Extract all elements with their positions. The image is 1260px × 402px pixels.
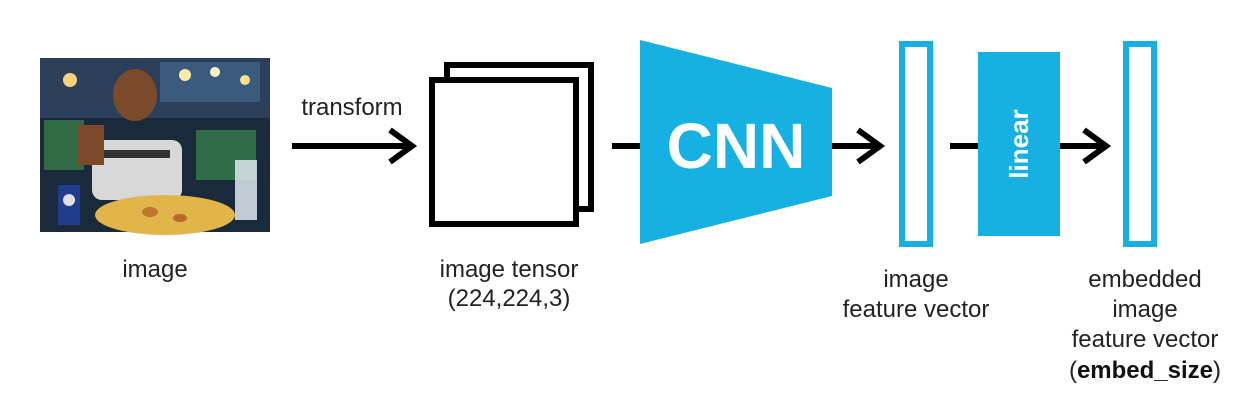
linear-label: linear — [1004, 109, 1034, 178]
embedded-label-line1: embedded — [1088, 266, 1201, 293]
image-tensor — [429, 62, 594, 227]
cnn-label: CNN — [667, 110, 806, 182]
feature-label-line2: feature vector — [843, 296, 990, 323]
linear-to-embedded-arrow — [1060, 127, 1112, 165]
embedded-label-line2: image — [1112, 296, 1177, 323]
embedded-vector-box — [1123, 41, 1157, 247]
feature-label-line1: image — [883, 266, 948, 293]
embedded-label-line4: (embed_size) — [1069, 357, 1221, 384]
linear-block — [978, 52, 1060, 236]
embedded-paren-close: ) — [1213, 357, 1221, 384]
transform-label: transform — [301, 94, 402, 121]
embedded-paren-open: ( — [1069, 357, 1077, 384]
image-label: image — [122, 256, 187, 283]
feature-vector-box — [899, 41, 933, 247]
tensor-label-line2: (224,224,3) — [448, 285, 571, 312]
cnn-to-feature-arrow — [832, 127, 886, 165]
cnn-block — [640, 40, 832, 244]
embed-size-label: embed_size — [1077, 357, 1213, 384]
input-photo — [40, 58, 270, 235]
transform-arrow — [292, 127, 418, 165]
embedded-label-line3: feature vector — [1072, 326, 1219, 353]
tensor-label-line1: image tensor — [440, 256, 579, 283]
